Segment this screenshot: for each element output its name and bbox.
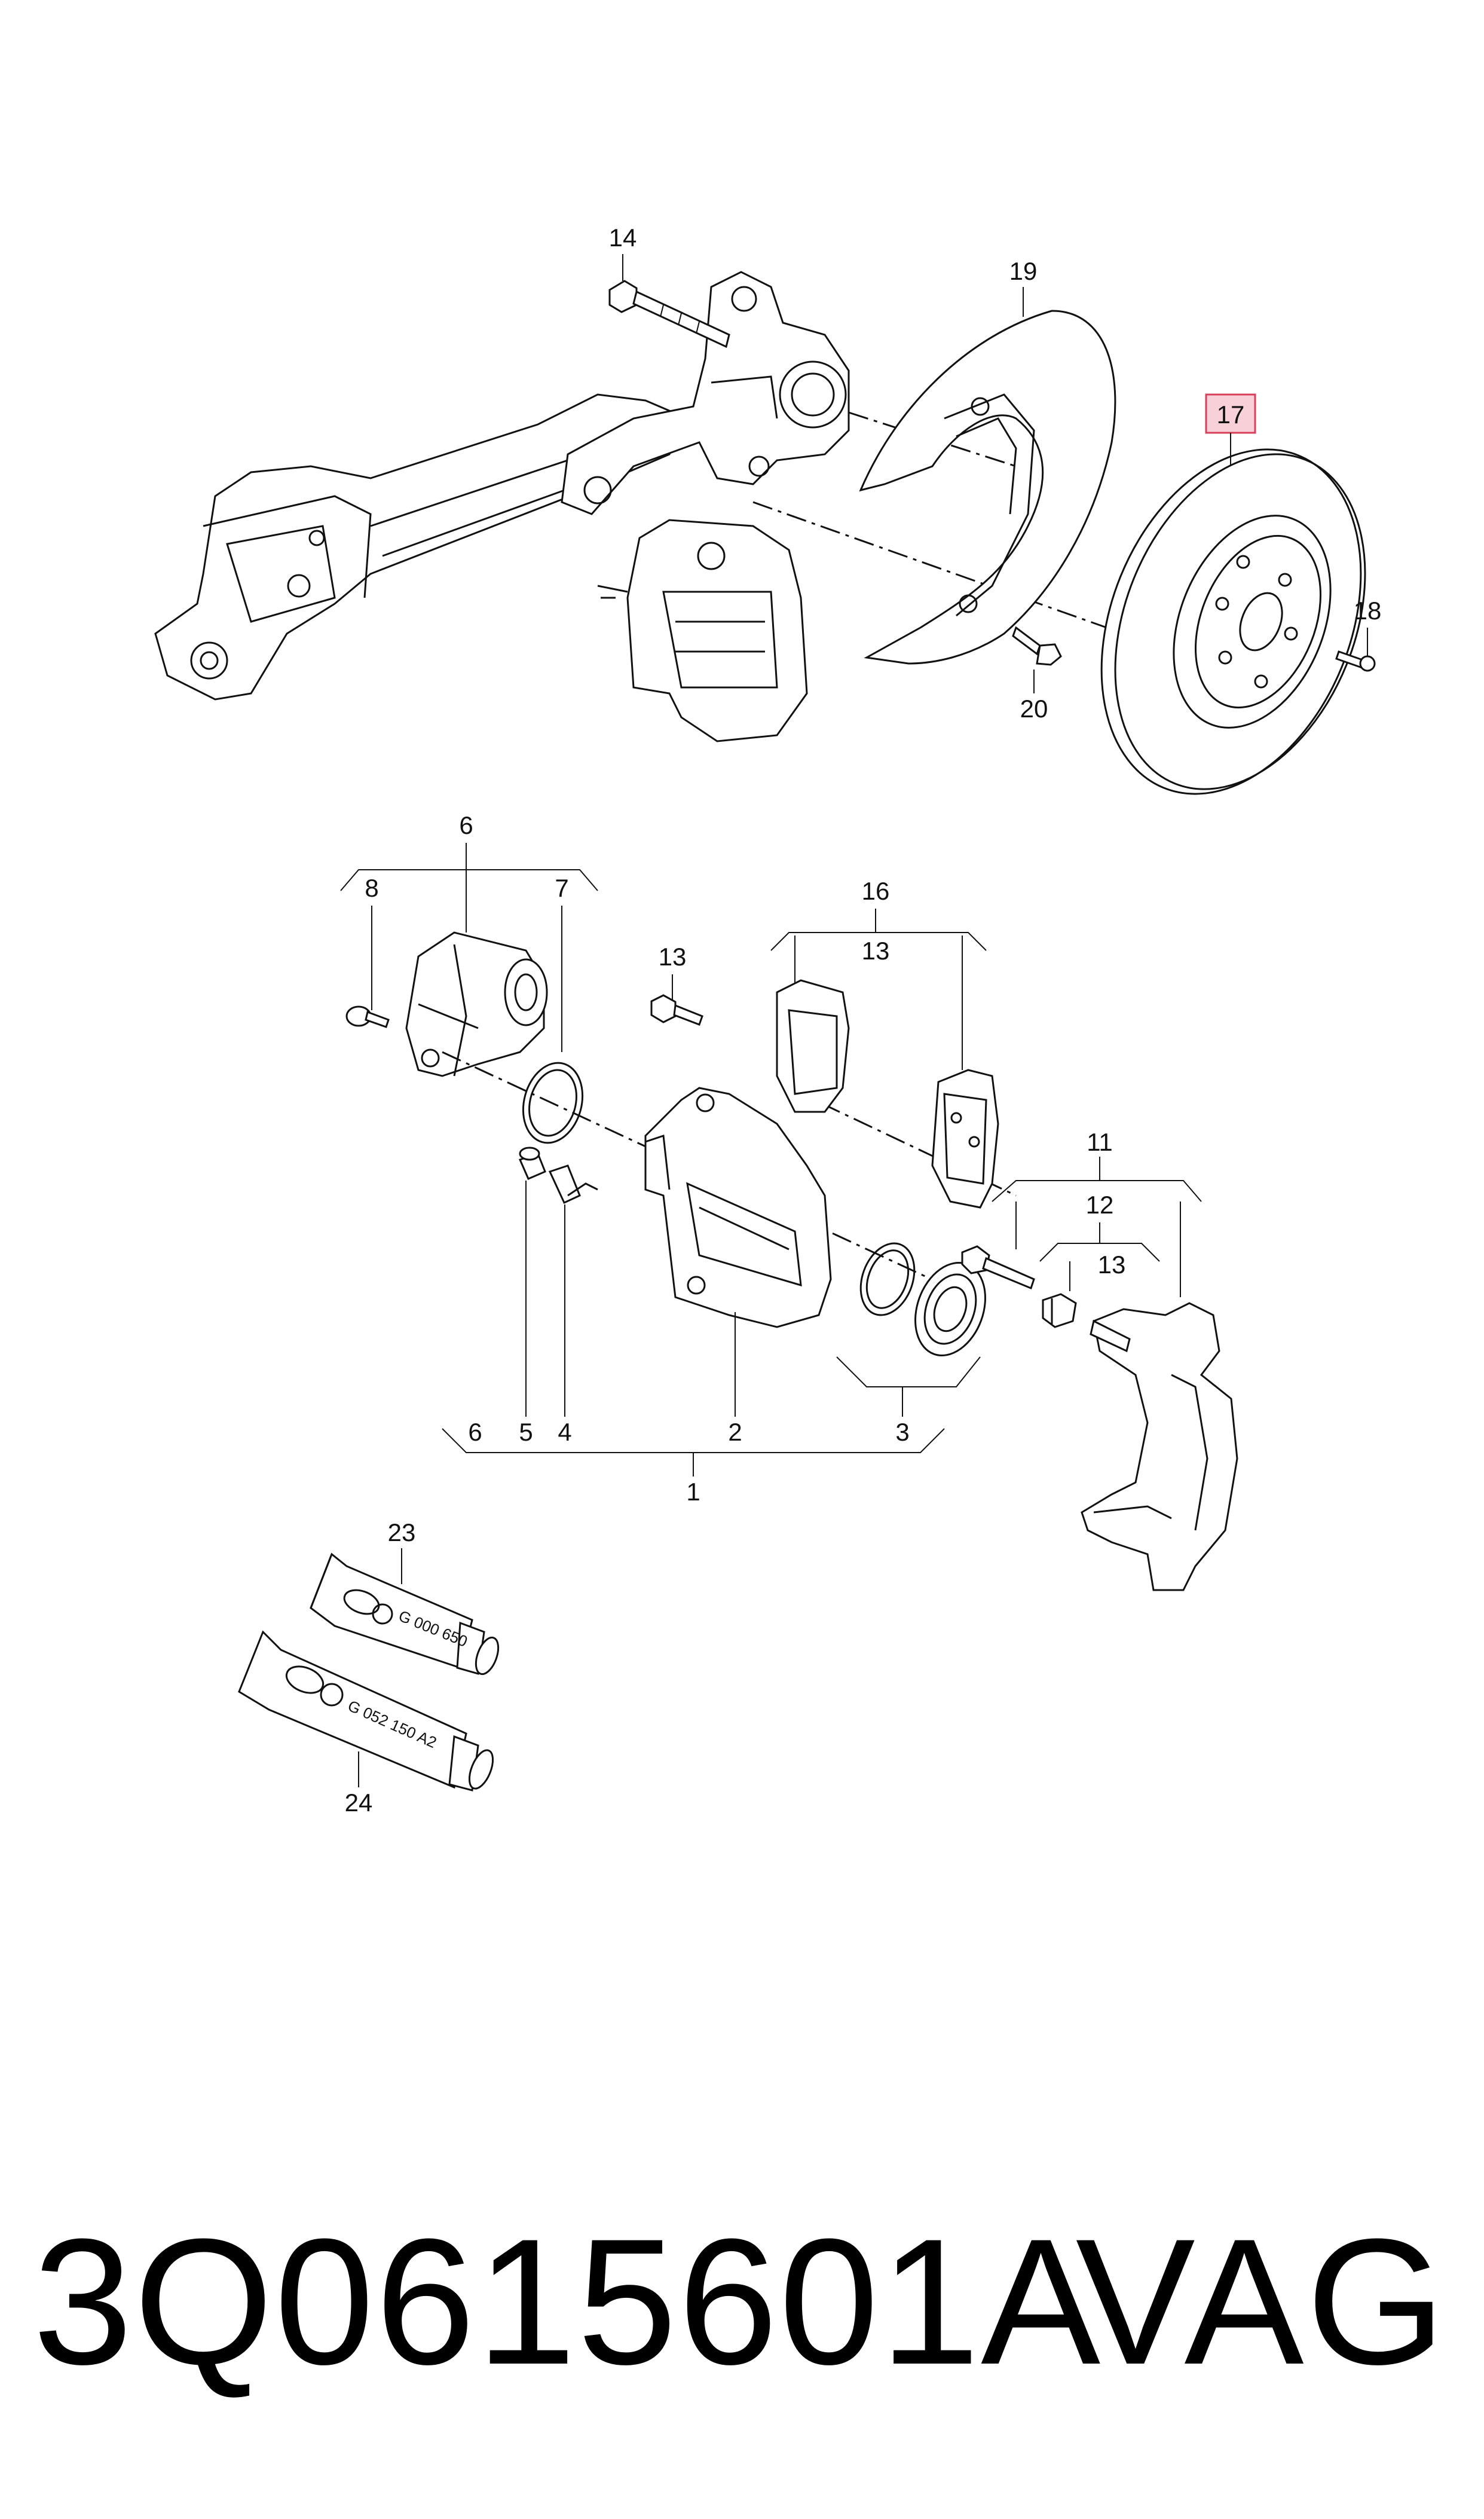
guide-bolt-11 xyxy=(961,1245,1035,1289)
dust-boot xyxy=(914,1262,986,1356)
callout-7: 7 xyxy=(555,874,568,902)
part-number: 3Q0615601A xyxy=(33,2201,1102,2402)
brake-disc-17 xyxy=(1100,448,1366,795)
bracket-3 xyxy=(836,1356,981,1387)
brake-caliper-2 xyxy=(644,1087,832,1328)
caliper-assembly-top xyxy=(597,519,808,742)
bleed-cap-4 xyxy=(548,1164,598,1204)
callout-3: 3 xyxy=(895,1418,909,1446)
trailing-arm xyxy=(154,393,689,701)
callout-14: 14 xyxy=(609,224,637,252)
bolt-13 xyxy=(650,994,703,1026)
bracket-6 xyxy=(340,869,598,891)
callout-2: 2 xyxy=(728,1418,742,1446)
grease-tube-23: G 000 650 xyxy=(310,1552,500,1676)
callout-5: 5 xyxy=(519,1418,533,1446)
callout-17: 17 xyxy=(1217,401,1245,429)
callout-13-b: 13 xyxy=(862,937,890,965)
callout-13-c: 13 xyxy=(1098,1251,1126,1279)
o-ring-7 xyxy=(522,1062,584,1144)
callout-24: 24 xyxy=(345,1789,373,1817)
callout-11: 11 xyxy=(1087,1128,1113,1156)
callout-6-bottom: 6 xyxy=(468,1418,482,1446)
bolt-14 xyxy=(608,254,730,348)
caliper-carrier xyxy=(1081,1302,1238,1591)
brand-name: VAG xyxy=(1075,2201,1448,2402)
callout-19: 19 xyxy=(1009,257,1038,285)
bracket-13 xyxy=(1039,1243,1160,1262)
callout-1: 1 xyxy=(686,1478,700,1506)
callout-4: 4 xyxy=(558,1418,571,1446)
piston-seal xyxy=(859,1242,916,1316)
bolt-20 xyxy=(1012,626,1062,693)
callout-16: 16 xyxy=(862,877,890,905)
callout-12: 12 xyxy=(1086,1191,1114,1219)
callout-18: 18 xyxy=(1354,597,1382,625)
guide-sleeve-12 xyxy=(1042,1293,1077,1328)
callout-8: 8 xyxy=(365,874,378,902)
callout-6-top: 6 xyxy=(459,811,473,839)
wheel-carrier xyxy=(561,271,850,515)
bleed-screw-5 xyxy=(518,1147,546,1180)
bracket-1 xyxy=(442,1428,945,1453)
splash-shield-19 xyxy=(859,310,1116,665)
callout-13-a: 13 xyxy=(659,943,687,971)
screw-18 xyxy=(1335,628,1376,672)
grease-tube-24: G 052 150 A2 xyxy=(238,1630,494,1792)
parking-brake-motor-6 xyxy=(405,931,548,1077)
callout-20: 20 xyxy=(1020,695,1048,723)
brake-pad-outer xyxy=(931,1069,999,1209)
brake-pad-inner xyxy=(776,979,850,1113)
bolt-8 xyxy=(345,1005,390,1028)
callout-23: 23 xyxy=(388,1518,416,1546)
bracket-16 xyxy=(770,932,987,951)
